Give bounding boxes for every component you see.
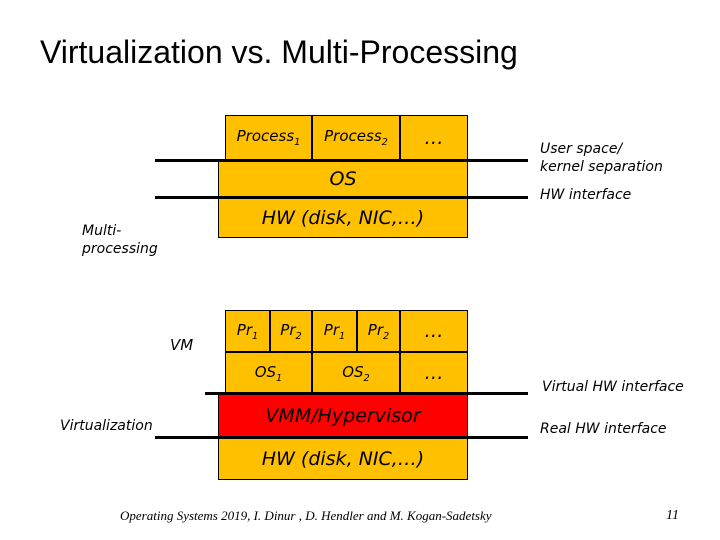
hypervisor-box: VMM/Hypervisor xyxy=(218,394,468,438)
vm2-pr1-label: Pr1 xyxy=(323,320,346,342)
virtualization-label: Virtualization xyxy=(60,418,153,434)
process2-box: Process2 xyxy=(312,115,400,160)
hw-box-bottom: HW (disk, NIC,…) xyxy=(218,438,468,480)
process-ellipsis-box: … xyxy=(400,115,468,160)
page-number: 11 xyxy=(666,508,679,523)
os-box: OS xyxy=(218,160,468,198)
user-kernel-line xyxy=(155,159,528,162)
user-kernel-annotation: User space/ kernel separation xyxy=(540,141,663,175)
os1-box: OS1 xyxy=(225,352,312,394)
os2-box: OS2 xyxy=(312,352,400,394)
slide-title: Virtualization vs. Multi-Processing xyxy=(40,34,518,70)
real-hw-interface-line xyxy=(155,436,528,439)
vm-label: VM xyxy=(170,336,194,354)
os2-label: OS2 xyxy=(342,362,370,384)
vm-ellipsis-top-box: … xyxy=(400,310,468,352)
vm2-pr2-label: Pr2 xyxy=(367,320,390,342)
vm2-pr2-box: Pr2 xyxy=(357,310,400,352)
hw-interface-line xyxy=(155,196,528,199)
vm1-pr1-box: Pr1 xyxy=(225,310,270,352)
vm1-pr1-label: Pr1 xyxy=(236,320,259,342)
vm-ellipsis-bottom: … xyxy=(424,362,444,384)
hw-box-top: HW (disk, NIC,…) xyxy=(218,198,468,238)
os1-label: OS1 xyxy=(254,362,283,384)
virtual-hw-interface-annotation: Virtual HW interface xyxy=(542,379,684,395)
process1-label: Process1 xyxy=(236,127,301,148)
hw-label-bottom: HW (disk, NIC,…) xyxy=(261,448,425,470)
hw-interface-annotation: HW interface xyxy=(540,187,632,203)
real-hw-interface-annotation: Real HW interface xyxy=(540,421,667,437)
slide-footer: Operating Systems 2019, I. Dinur , D. He… xyxy=(120,508,492,523)
vm2-pr1-box: Pr1 xyxy=(312,310,357,352)
virtual-hw-interface-line xyxy=(205,392,528,395)
hypervisor-label: VMM/Hypervisor xyxy=(265,405,421,427)
vm-ellipsis-top: … xyxy=(424,320,444,342)
vm-ellipsis-bottom-box: … xyxy=(400,352,468,394)
multiprocessing-label: Multi- processing xyxy=(82,223,158,257)
process-ellipsis: … xyxy=(424,126,444,149)
vm1-pr2-label: Pr2 xyxy=(280,320,302,342)
os-label: OS xyxy=(329,168,357,190)
process2-label: Process2 xyxy=(324,127,388,148)
hw-label-top: HW (disk, NIC,…) xyxy=(261,207,425,229)
vm1-pr2-box: Pr2 xyxy=(270,310,312,352)
process1-box: Process1 xyxy=(225,115,312,160)
